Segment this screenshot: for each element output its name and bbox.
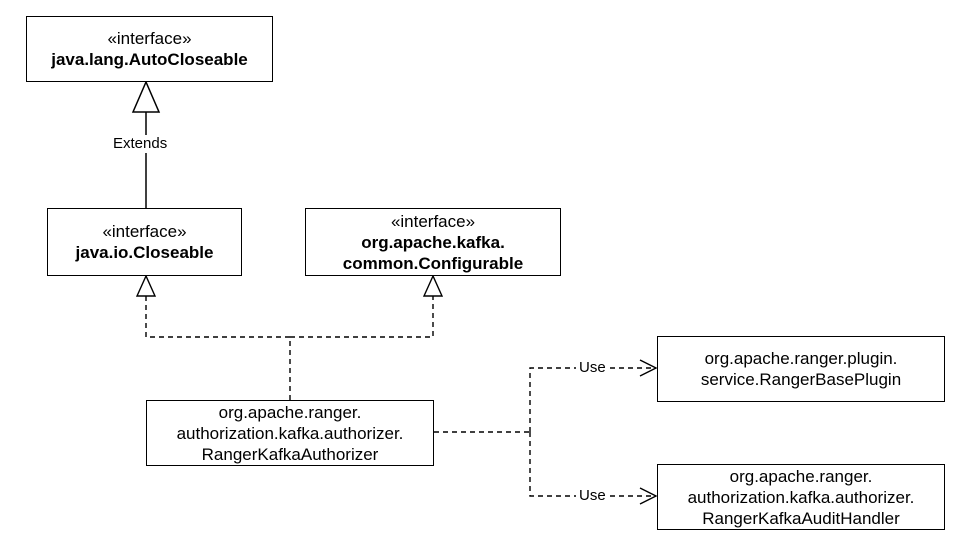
class-name-line-2: authorization.kafka.authorizer. — [687, 487, 915, 507]
generalization-arrowhead-autocloseable — [131, 80, 161, 113]
extends-edge-label: Extends — [110, 135, 171, 153]
stereotype-label: «interface» — [107, 29, 192, 48]
use-edge-label-audithandler: Use — [576, 487, 609, 505]
class-box-ranger-base-plugin: org.apache.ranger.plugin. service.Ranger… — [657, 336, 945, 402]
realization-arrowhead-configurable — [422, 274, 444, 297]
class-box-configurable: «interface» org.apache.kafka. common.Con… — [305, 208, 561, 276]
class-name-line-2: common.Configurable — [342, 253, 524, 273]
realization-connector-closeable — [145, 296, 291, 400]
class-name-line-1: org.apache.ranger.plugin. — [704, 349, 898, 368]
class-name-line-2: authorization.kafka.authorizer. — [176, 423, 404, 443]
class-box-ranger-kafka-authorizer: org.apache.ranger. authorization.kafka.a… — [146, 400, 434, 466]
stereotype-label: «interface» — [390, 211, 476, 231]
class-name: java.lang.AutoCloseable — [51, 50, 248, 69]
class-box-ranger-kafka-audit-handler: org.apache.ranger. authorization.kafka.a… — [657, 464, 945, 530]
class-name: java.io.Closeable — [75, 243, 214, 262]
class-box-closeable: «interface» java.io.Closeable — [47, 208, 242, 276]
use-arrowhead-audithandler — [639, 487, 658, 505]
stereotype-label: «interface» — [102, 222, 187, 241]
class-name-line-2: service.RangerBasePlugin — [700, 370, 902, 389]
class-name-line-1: org.apache.ranger. — [218, 402, 362, 422]
class-name-line-3: RangerKafkaAuditHandler — [702, 508, 900, 528]
class-name-line-3: RangerKafkaAuthorizer — [201, 444, 379, 464]
class-name-line-1: org.apache.ranger. — [729, 466, 873, 486]
realization-arrowhead-closeable — [135, 274, 157, 297]
class-box-autocloseable: «interface» java.lang.AutoCloseable — [26, 16, 273, 82]
realization-connector-configurable — [290, 296, 434, 338]
class-name-line-1: org.apache.kafka. — [361, 232, 505, 252]
use-connector-audithandler — [529, 432, 656, 497]
use-edge-label-baseplugin: Use — [576, 359, 609, 377]
use-connector-baseplugin — [529, 367, 656, 432]
use-arrowhead-baseplugin — [639, 359, 658, 377]
